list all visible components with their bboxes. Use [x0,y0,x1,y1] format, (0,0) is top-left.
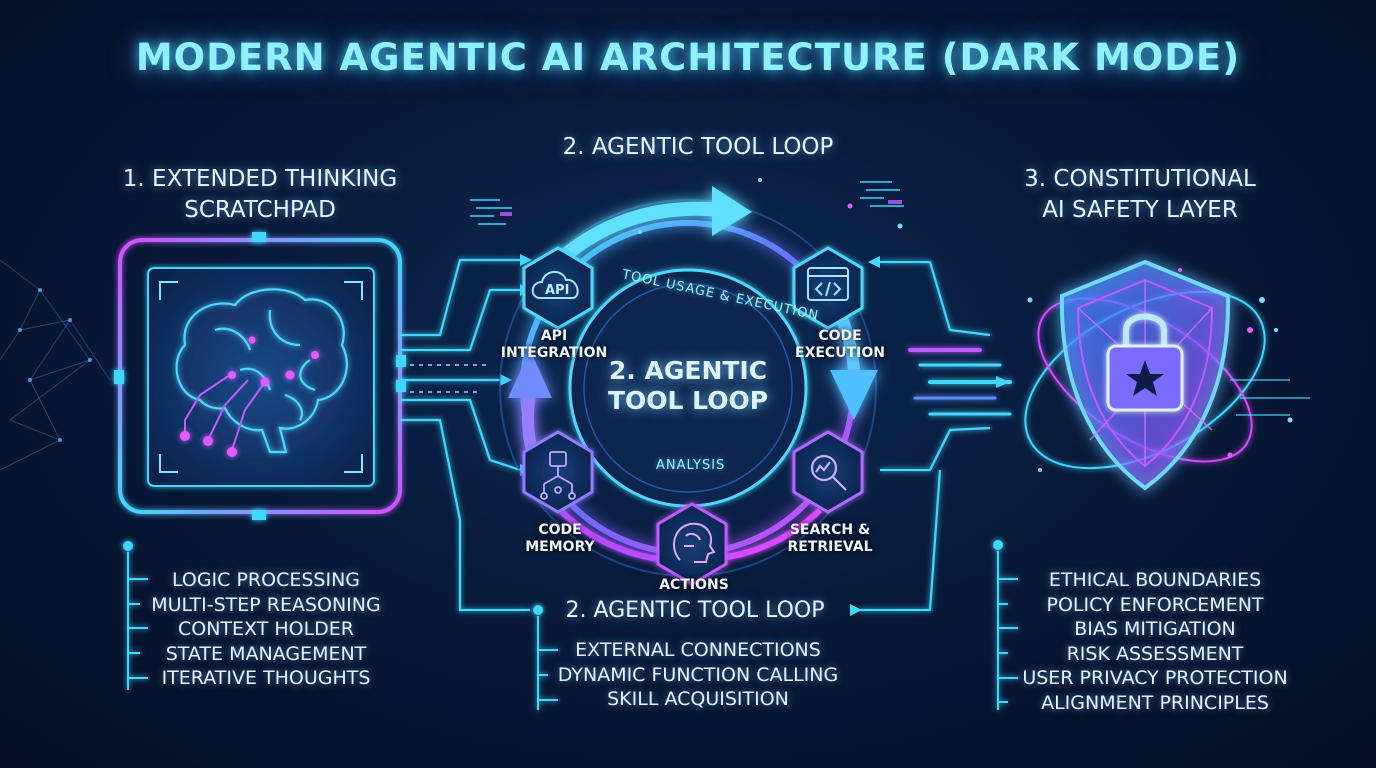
left-connectors [400,258,530,612]
list-item: ITERATIVE THOUGHTS [161,667,371,690]
left-network-decoration [0,259,111,471]
list-item: ALIGNMENT PRINCIPLES [1041,691,1269,714]
hex-api [522,246,594,330]
list-item: BIAS MITIGATION [1074,618,1236,641]
ring-bottom-label: ANALYSIS [656,458,726,473]
head-profile-icon [673,522,716,563]
hex-actions [656,502,728,586]
list-item: EXTERNAL CONNECTIONS [575,639,821,661]
left-heading: 1. EXTENDED THINKING SCRATCHPAD [80,164,440,226]
middle-bottom-heading: 2. AGENTIC TOOL LOOP [565,598,825,623]
right-heading-line2: AI SAFETY LAYER [1042,197,1238,223]
node-label-actions: ACTIONS [659,577,729,593]
scratchpad-corner-ticks [159,281,363,473]
right-heading: 3. CONSTITUTIONAL AI SAFETY LAYER [960,164,1320,226]
cloud-icon [531,271,579,299]
loop-arrow-top [553,186,752,267]
code-window-icon [807,267,849,301]
left-feature-list: LOGIC PROCESSING MULTI-STEP REASONING CO… [136,568,396,691]
list-item: LOGIC PROCESSING [171,569,361,591]
left-heading-line2: SCRATCHPAD [184,197,336,223]
memory-network-icon [540,451,576,500]
node-label-search-retrieval: SEARCH & RETRIEVAL [787,522,873,555]
list-item: DYNAMIC FUNCTION CALLING [557,663,839,686]
right-heading-line1: 3. CONSTITUTIONAL [1024,166,1256,192]
right-list-bracket [993,540,1018,710]
left-heading-line1: 1. EXTENDED THINKING [122,166,398,192]
right-feature-list: ETHICAL BOUNDARIES POLICY ENFORCEMENT BI… [1010,568,1300,716]
list-item: RISK ASSESSMENT [1066,642,1244,665]
middle-feature-list: EXTERNAL CONNECTIONS DYNAMIC FUNCTION CA… [548,638,848,712]
hex-search-retrieval [792,430,864,514]
left-list-bracket [123,541,148,690]
loop-center-title: 2. AGENTIC TOOL LOOP [588,356,788,416]
list-item: ETHICAL BOUNDARIES [1048,569,1262,591]
list-item: CONTEXT HOLDER [177,618,355,641]
list-item: MULTI-STEP REASONING [151,593,381,616]
right-connectors [860,260,991,612]
node-label-api-integration: API INTEGRATION [500,328,608,361]
list-item: SKILL ACQUISITION [607,688,789,711]
node-label-code-execution: CODE EXECUTION [795,328,885,361]
middle-list-bracket [533,605,558,710]
lock-icon [1106,313,1184,412]
search-magnifier-icon [810,454,847,491]
brain-circuit-lines [184,374,266,451]
node-label-code-memory: CODE MEMORY [525,522,595,555]
list-item: USER PRIVACY PROTECTION [1022,667,1288,690]
list-item: POLICY ENFORCEMENT [1046,593,1264,616]
code-line-decoration [470,181,904,225]
api-icon-label: API [545,283,570,298]
speed-lines [908,348,1012,416]
loop-center-line1: 2. AGENTIC [608,356,768,385]
list-item: STATE MANAGEMENT [165,642,367,665]
middle-heading: 2. AGENTIC TOOL LOOP [562,134,834,160]
page-title: MODERN AGENTIC AI ARCHITECTURE (DARK MOD… [135,36,1241,79]
brain-icon [175,288,348,454]
loop-center-line2: TOOL LOOP [607,386,769,415]
